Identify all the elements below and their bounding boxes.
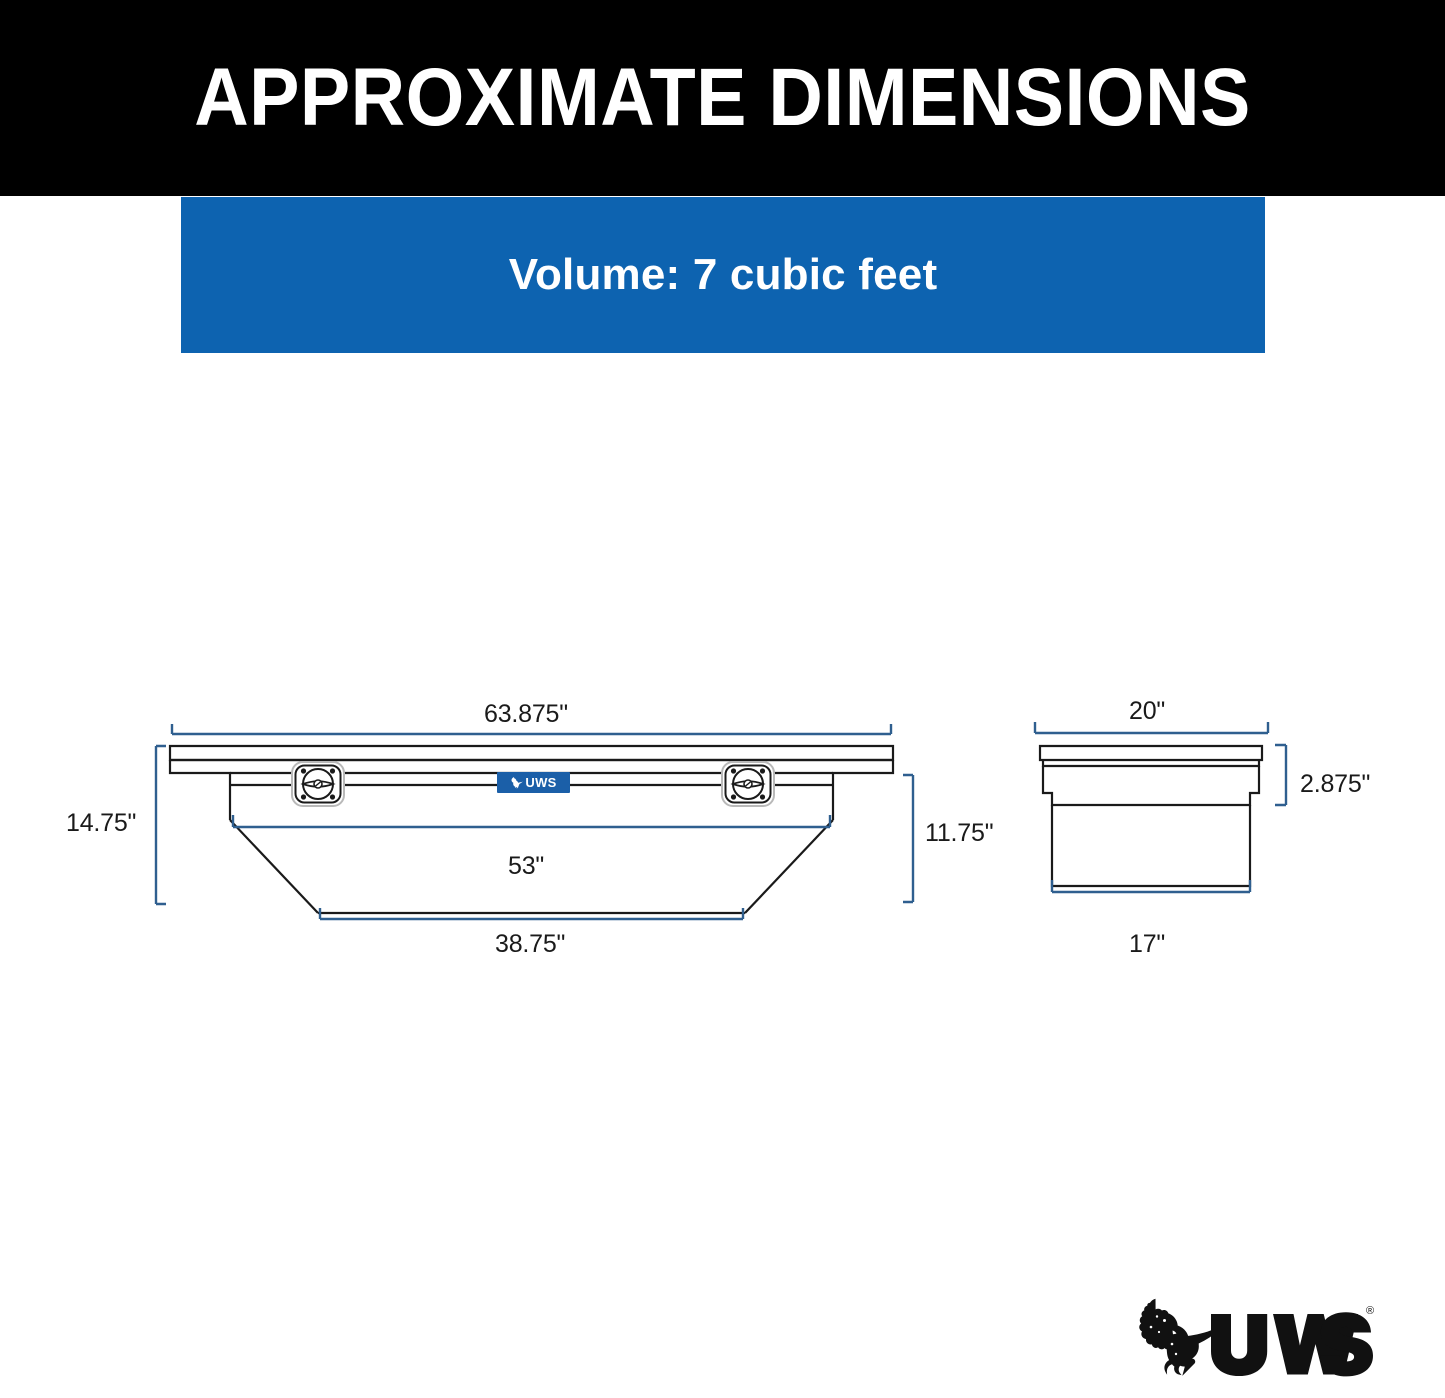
dim-line-side-lid	[1275, 743, 1288, 807]
lock-right-assembly	[721, 761, 775, 807]
dim-label-side-top: 20"	[1129, 697, 1166, 725]
lid-badge-text: UWS	[525, 775, 557, 790]
side-lid-body	[1041, 760, 1261, 768]
dim-line-side-bottom	[1050, 880, 1252, 894]
dim-line-front-top	[170, 724, 893, 736]
volume-banner: Volume: 7 cubic feet	[181, 197, 1265, 353]
side-lid-lower	[1041, 766, 1261, 807]
side-main-body	[1050, 805, 1252, 888]
lock-left-assembly	[291, 761, 345, 807]
registered-trademark-mark: ®	[1366, 1305, 1374, 1317]
dim-label-front-bottom: 38.75"	[495, 930, 566, 958]
dim-label-front-top: 63.875"	[484, 700, 568, 728]
dim-label-front-right: 11.75"	[925, 819, 994, 847]
dim-label-front-left: 14.75"	[66, 809, 137, 837]
dim-label-side-bottom: 17"	[1129, 930, 1166, 958]
header-bar: APPROXIMATE DIMENSIONS	[0, 0, 1445, 196]
footer-wordmark	[1211, 1312, 1373, 1377]
dimension-diagram	[0, 660, 1445, 990]
volume-label: Volume: 7 cubic feet	[508, 250, 938, 299]
dim-line-front-right	[903, 773, 915, 904]
front-view-lid	[168, 744, 895, 762]
sailfish-icon	[1139, 1298, 1228, 1376]
footer-brand-logo: ®	[1098, 1282, 1388, 1386]
dim-label-front-mid: 53"	[508, 852, 545, 880]
dim-line-front-mid	[231, 815, 832, 829]
dim-label-side-lid: 2.875"	[1300, 770, 1371, 798]
page-title: APPROXIMATE DIMENSIONS	[194, 52, 1251, 143]
dim-line-front-left	[154, 744, 166, 906]
lid-uws-badge: UWS	[497, 772, 570, 793]
dim-line-front-bottom	[318, 908, 745, 921]
sailfish-icon	[511, 776, 524, 789]
side-lid-rail	[1038, 744, 1264, 762]
dim-line-side-top	[1033, 722, 1270, 735]
